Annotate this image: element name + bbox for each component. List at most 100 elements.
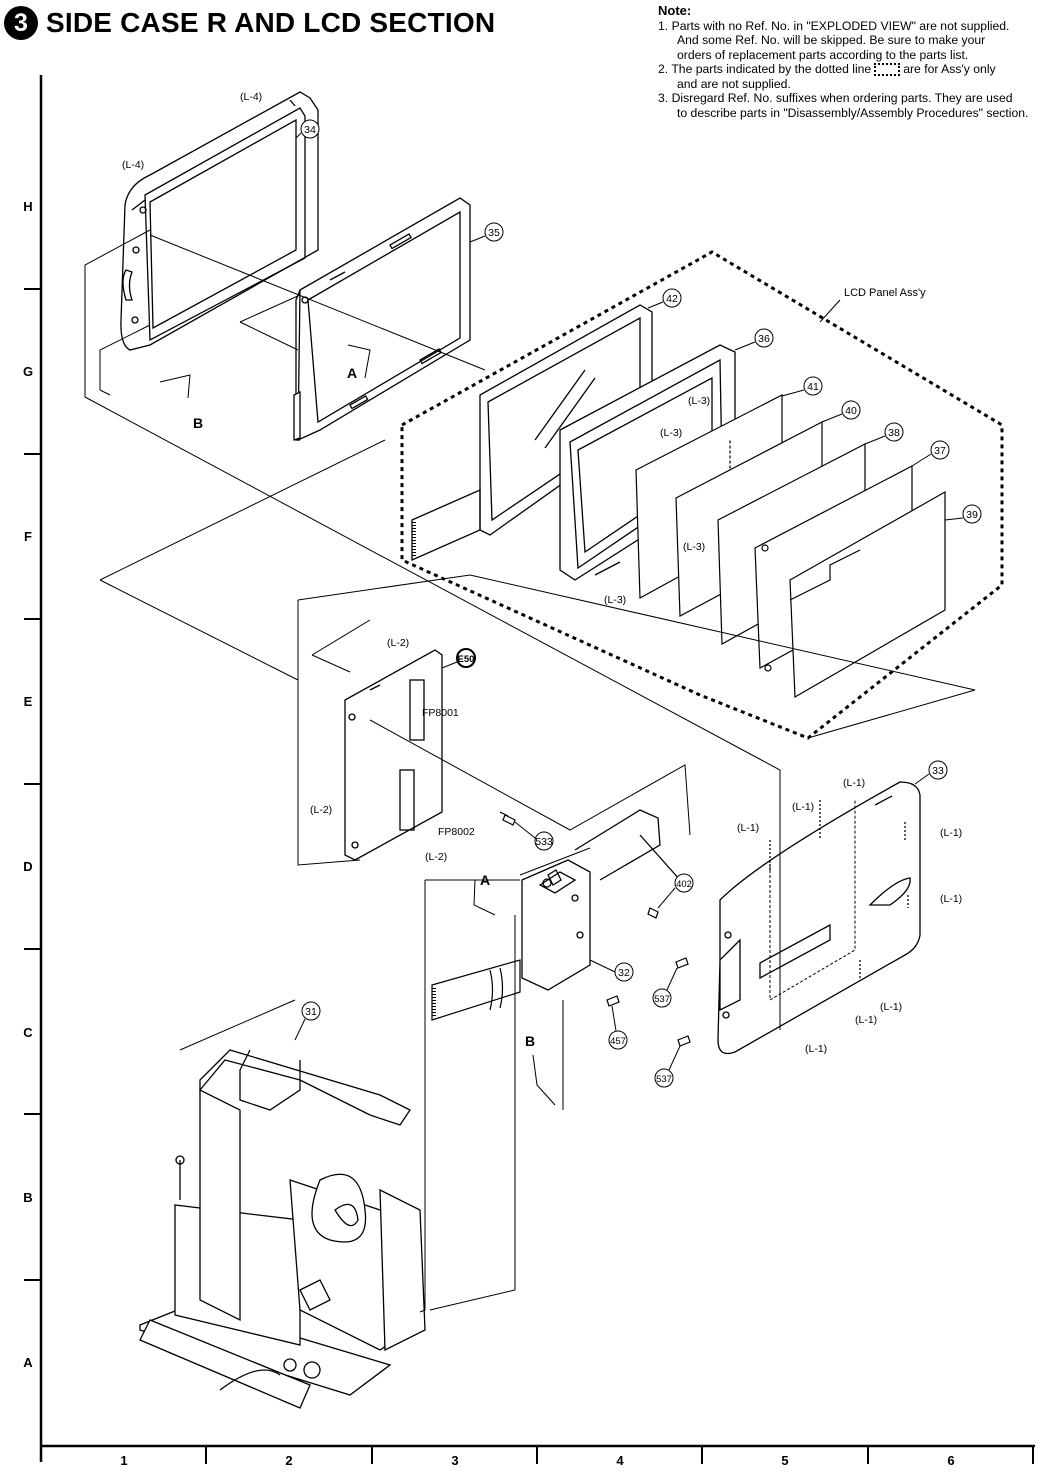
part-callouts: 34 35 42 36 41 40 38 37 39 E50 533 33 40… <box>294 119 982 1088</box>
svg-text:40: 40 <box>845 405 857 417</box>
svg-text:533: 533 <box>535 836 553 848</box>
screw-457 <box>606 995 620 1007</box>
screw-402 <box>647 907 659 919</box>
col-label-6: 6 <box>947 1453 954 1468</box>
label-l3-d: (L-3) <box>604 594 626 606</box>
col-label-2: 2 <box>285 1453 292 1468</box>
svg-text:38: 38 <box>888 427 900 439</box>
label-l1-d: (L-1) <box>940 827 962 839</box>
notes-block: Note: 1. Parts with no Ref. No. in "EXPL… <box>658 3 1060 120</box>
note-1-line3: orders of replacement parts according to… <box>677 47 969 62</box>
svg-text:37: 37 <box>934 445 946 457</box>
lcd-panel-assy-label: LCD Panel Ass'y <box>844 287 926 299</box>
note-3-line2: to describe parts in "Disassembly/Assemb… <box>677 105 1029 120</box>
label-l1-b: (L-1) <box>792 801 814 813</box>
callout-33: 33 <box>914 760 948 785</box>
label-l3-a: (L-3) <box>688 395 710 407</box>
screw-533 <box>499 811 516 826</box>
label-l1-h: (L-1) <box>805 1043 827 1055</box>
svg-text:34: 34 <box>304 124 316 136</box>
svg-text:402: 402 <box>676 879 692 890</box>
part-32-hinge <box>521 809 681 991</box>
label-a-mid: A <box>480 872 490 888</box>
reference-lines <box>84 229 976 1313</box>
label-b-mid: B <box>525 1033 535 1049</box>
label-l1-e: (L-1) <box>940 893 962 905</box>
grid-frame <box>24 75 1035 1464</box>
row-label-h: H <box>23 199 32 214</box>
callout-e50: E50 <box>441 648 476 669</box>
label-l1-a: (L-1) <box>843 777 865 789</box>
svg-text:42: 42 <box>666 293 678 305</box>
callout-34: 34 <box>295 119 320 139</box>
col-label-5: 5 <box>781 1453 788 1468</box>
col-label-4: 4 <box>616 1453 624 1468</box>
label-l2-left: (L-2) <box>310 804 332 816</box>
svg-text:36: 36 <box>758 333 770 345</box>
row-label-a: A <box>23 1355 33 1370</box>
svg-text:537: 537 <box>656 1074 672 1085</box>
row-label-c: C <box>23 1025 33 1040</box>
callout-35: 35 <box>469 222 504 243</box>
sub-labels: (L-4) (L-4) (L-3) (L-3) (L-3) (L-3) (L-2… <box>122 91 962 1055</box>
label-l4-left: (L-4) <box>122 159 144 171</box>
section-title-text: SIDE CASE R AND LCD SECTION <box>46 7 496 38</box>
part-31-mechanism-chassis <box>139 1049 426 1409</box>
dotted-line-legend-icon <box>874 63 901 77</box>
callout-37: 37 <box>911 440 950 467</box>
callout-457: 457 <box>608 1005 628 1050</box>
svg-text:E50: E50 <box>458 654 475 665</box>
note-1: 1. Parts with no Ref. No. in "EXPLODED V… <box>658 18 1010 33</box>
label-l1-c: (L-1) <box>737 822 759 834</box>
notes-heading: Note: <box>658 3 692 18</box>
label-l3-c: (L-3) <box>683 541 705 553</box>
grid-row-labels: H G F E D C B A <box>23 199 33 1370</box>
lcd-panel-assy-boundary: LCD Panel Ass'y <box>400 250 1004 740</box>
callout-38: 38 <box>864 422 904 445</box>
callout-39: 39 <box>944 504 982 524</box>
callout-402: 402 <box>657 873 694 909</box>
callout-31: 31 <box>294 1001 321 1041</box>
label-l1-g: (L-1) <box>855 1014 877 1026</box>
callout-40: 40 <box>821 400 861 423</box>
callout-537-upper: 537 <box>652 967 678 1008</box>
label-b-top: B <box>193 415 203 431</box>
screw-537-lower <box>677 1035 691 1047</box>
alignment-labels: B A A B <box>193 365 535 1049</box>
svg-text:31: 31 <box>305 1006 317 1018</box>
part-35-lcd-frame <box>293 197 471 442</box>
callout-32: 32 <box>589 959 634 982</box>
svg-text:41: 41 <box>807 381 819 393</box>
callout-41: 41 <box>781 376 823 397</box>
alignment-marks <box>159 344 556 1106</box>
svg-text:35: 35 <box>488 227 500 239</box>
label-a-top: A <box>347 365 357 381</box>
svg-text:39: 39 <box>966 509 978 521</box>
label-l4-top: (L-4) <box>240 91 262 103</box>
grid-column-labels: 1 2 3 4 5 6 <box>120 1453 954 1468</box>
row-label-f: F <box>24 529 32 544</box>
label-l3-b: (L-3) <box>660 427 682 439</box>
label-l1-f: (L-1) <box>880 1001 902 1013</box>
svg-text:537: 537 <box>654 994 670 1005</box>
callout-533: 533 <box>514 821 554 851</box>
row-label-b: B <box>23 1190 32 1205</box>
label-fp8001: FP8001 <box>422 707 459 719</box>
screw-537-upper <box>675 957 689 969</box>
col-label-1: 1 <box>120 1453 127 1468</box>
row-label-e: E <box>24 694 33 709</box>
svg-text:457: 457 <box>610 1036 626 1047</box>
part-34-lcd-case-front <box>120 91 319 351</box>
callout-36: 36 <box>734 328 774 351</box>
row-label-g: G <box>23 364 33 379</box>
svg-text:33: 33 <box>932 765 944 777</box>
note-2-line2: and are not supplied. <box>677 76 791 91</box>
part-39-sheet <box>789 490 946 699</box>
callout-537-lower: 537 <box>654 1045 681 1088</box>
label-l2-top: (L-2) <box>387 637 409 649</box>
row-label-d: D <box>23 859 32 874</box>
callout-42: 42 <box>647 288 682 309</box>
note-2: 2. The parts indicated by the dotted lin… <box>658 62 996 77</box>
flex-cable <box>431 959 521 1021</box>
